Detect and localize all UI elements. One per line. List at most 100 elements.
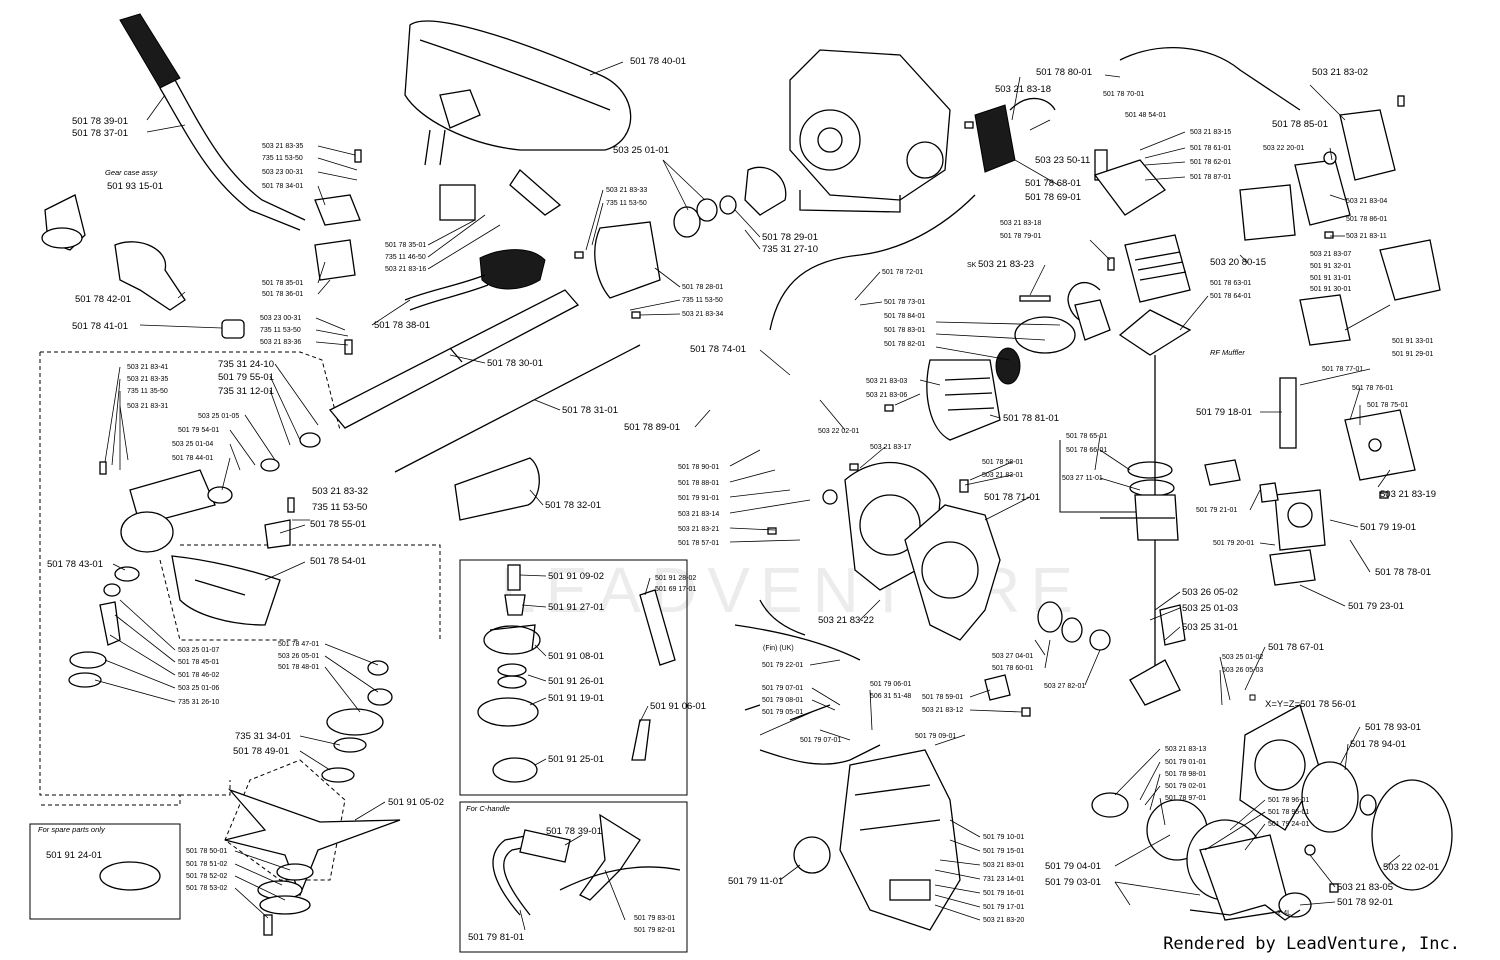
part-label: 503 25 01-04 — [172, 441, 213, 448]
part-label: 501 91 33-01 — [1392, 338, 1433, 345]
part-label: 501 78 77-01 — [1322, 366, 1363, 373]
part-label: 501 78 36-01 — [262, 291, 303, 298]
part-label: 501 78 30-01 — [487, 358, 543, 369]
part-label: 735 31 27-10 — [762, 244, 818, 255]
drive-tube — [120, 289, 641, 553]
part-label: 735 31 24-10 — [218, 359, 274, 370]
blade-guard — [171, 519, 291, 626]
part-label: 501 78 72-01 — [882, 269, 923, 276]
part-label: 501 78 40-01 — [630, 56, 686, 67]
part-label: 503 21 83-33 — [606, 187, 647, 194]
part-label: 501 78 37-01 — [72, 128, 128, 139]
part-label: 503 21 83-19 — [1380, 489, 1436, 500]
part-label: 501 48 54-01 — [1125, 112, 1166, 119]
part-label: 501 91 28-02 — [655, 575, 696, 582]
part-label: 501 78 95-01 — [1268, 809, 1309, 816]
muffler — [1239, 109, 1441, 481]
part-label: 501 79 21-01 — [1196, 507, 1237, 514]
part-label: 501 91 32-01 — [1310, 263, 1351, 270]
part-label: 503 21 83-35 — [262, 143, 303, 150]
part-label: 503 25 01-02 — [1222, 654, 1263, 661]
part-label: 503 21 83-01 — [983, 862, 1024, 869]
part-label: 501 78 74-01 — [690, 344, 746, 355]
part-label: 501 78 68-01 — [1025, 178, 1081, 189]
part-label: 501 78 53-02 — [186, 885, 227, 892]
part-label: 503 22 02-01 — [818, 428, 859, 435]
part-label: 501 78 94-01 — [1350, 739, 1406, 750]
part-label: 501 79 54-01 — [178, 427, 219, 434]
rf-muffler-note: RF Muffler — [1210, 348, 1245, 357]
part-label: 501 78 82-01 — [884, 341, 925, 348]
part-label: 501 78 97-01 — [1165, 795, 1206, 802]
part-label: 501 79 03-01 — [1045, 877, 1101, 888]
part-label: 501 78 59-01 — [922, 694, 963, 701]
part-label: 501 79 07-01 — [800, 737, 841, 744]
part-label: 501 78 51-02 — [186, 861, 227, 868]
part-label: 503 26 05-01 — [278, 653, 319, 660]
part-label: 501 79 08-01 — [762, 697, 803, 704]
part-label: 501 79 15-01 — [983, 848, 1024, 855]
clamps — [314, 184, 546, 311]
part-label: 501 79 24-01 — [1268, 821, 1309, 828]
part-label: 503 27 11-01 — [1062, 475, 1103, 482]
part-label: 501 78 64-01 — [1210, 293, 1251, 300]
part-label: 501 78 84-01 — [884, 313, 925, 320]
part-label: 503 23 50-11 — [1035, 155, 1090, 166]
part-label: 501 79 83-01 — [634, 915, 675, 922]
part-label: 501 79 07-01 — [762, 685, 803, 692]
part-label: 503 20 80-15 — [1210, 257, 1266, 268]
leader-lines — [94, 61, 1401, 931]
part-label: 503 21 83-06 — [866, 392, 907, 399]
part-label: 731 23 14-01 — [983, 876, 1024, 883]
head-parts — [68, 566, 393, 783]
part-label: 501 79 05-01 — [762, 709, 803, 716]
part-label: 501 78 49-01 — [233, 746, 289, 757]
part-label: 735 11 53-50 — [312, 502, 367, 513]
part-label: 503 21 83-35 — [127, 376, 168, 383]
trimmer-head — [477, 564, 676, 783]
part-label: 501 91 26-01 — [548, 676, 604, 687]
part-label: 503 21 83-36 — [260, 339, 301, 346]
sk-note: SK — [967, 262, 977, 269]
part-label: 501 78 39-01 — [546, 826, 602, 837]
part-label: 501 78 80-01 — [1036, 67, 1092, 78]
part-label: 501 78 96-01 — [1268, 797, 1309, 804]
part-label: 501 78 32-01 — [545, 500, 601, 511]
part-label: 503 27 82-01 — [1044, 683, 1085, 690]
part-label: 503 21 83-32 — [312, 486, 368, 497]
part-label: 501 91 19-01 — [548, 693, 604, 704]
cap-note: 2-4L — [1277, 910, 1291, 917]
part-label: 501 78 42-01 — [75, 294, 131, 305]
part-label: 501 78 81-01 — [1003, 413, 1059, 424]
part-label: 503 21 83-03 — [866, 378, 907, 385]
part-label: 501 78 62-01 — [1190, 159, 1231, 166]
part-label: 501 79 09-01 — [915, 733, 956, 740]
part-label: 501 79 19-01 — [1360, 522, 1416, 533]
part-label: 503 25 01-01 — [613, 145, 669, 156]
part-label: 501 79 16-01 — [983, 890, 1024, 897]
part-label: 501 69 17-01 — [655, 586, 696, 593]
part-label: 503 21 83-05 — [1337, 882, 1393, 893]
part-label: 501 78 35-01 — [262, 280, 303, 287]
gear-case-note: Gear case assy — [105, 168, 158, 177]
part-label: 501 79 11-01 — [728, 876, 783, 887]
part-label: 501 79 55-01 — [218, 372, 274, 383]
part-label: 503 25 01-05 — [198, 413, 239, 420]
part-label: 501 91 25-01 — [548, 754, 604, 765]
part-label: 501 78 28-01 — [682, 284, 723, 291]
part-label: 735 11 53-50 — [606, 200, 647, 207]
part-label: 501 91 27-01 — [548, 602, 604, 613]
grass-blade — [99, 788, 401, 936]
part-label: 501 78 76-01 — [1352, 385, 1393, 392]
part-label: 501 78 57-01 — [678, 540, 719, 547]
part-label: 501 78 46-02 — [178, 672, 219, 679]
part-label: 503 21 83-01 — [982, 472, 1023, 479]
crankcase — [844, 461, 1186, 706]
part-label: 501 91 06-01 — [650, 701, 706, 712]
frames — [29, 351, 1256, 953]
part-label: 501 78 63-01 — [1210, 280, 1251, 287]
part-label: 503 21 83-22 — [818, 615, 874, 626]
part-label: 501 78 66-01 — [1066, 447, 1107, 454]
part-label: 501 78 69-01 — [1025, 192, 1081, 203]
part-label: 501 93 15-01 — [107, 181, 163, 192]
